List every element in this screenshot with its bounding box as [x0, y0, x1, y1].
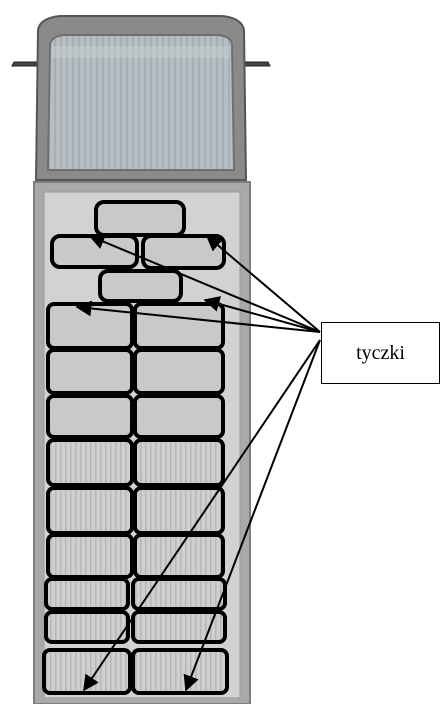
callout-arrow — [83, 339, 321, 692]
left-mirror-icon — [11, 61, 39, 67]
cargo-package — [133, 394, 225, 439]
cargo-package — [44, 610, 130, 644]
cargo-package — [50, 234, 139, 269]
callout-arrow — [203, 296, 321, 333]
cargo-package — [133, 438, 225, 487]
callout-arrow — [183, 339, 321, 692]
cargo-package — [46, 394, 134, 439]
cargo-package — [94, 200, 186, 237]
cargo-packages — [42, 200, 229, 695]
cargo-package — [133, 533, 225, 579]
cargo-package — [98, 269, 183, 303]
cargo-package — [131, 648, 229, 695]
callout-arrows — [75, 234, 321, 692]
callout-arrow — [205, 234, 321, 333]
truck-cab — [11, 15, 271, 181]
cargo-package — [133, 486, 225, 535]
callout-label-box: tyczki — [321, 322, 440, 384]
cargo-package — [131, 577, 227, 611]
cargo-package — [46, 348, 134, 395]
cargo-package — [141, 234, 226, 270]
callout-arrow — [75, 300, 321, 333]
cargo-package — [46, 486, 134, 535]
callout-arrow — [88, 234, 321, 333]
cargo-package — [46, 438, 134, 487]
cargo-package — [131, 610, 227, 644]
callout-label: tyczki — [356, 341, 405, 364]
right-mirror-icon — [243, 61, 271, 67]
cargo-package — [133, 302, 225, 350]
cargo-package — [42, 648, 132, 695]
cargo-package — [46, 533, 134, 579]
cargo-package — [44, 577, 130, 611]
cargo-package — [133, 348, 225, 395]
